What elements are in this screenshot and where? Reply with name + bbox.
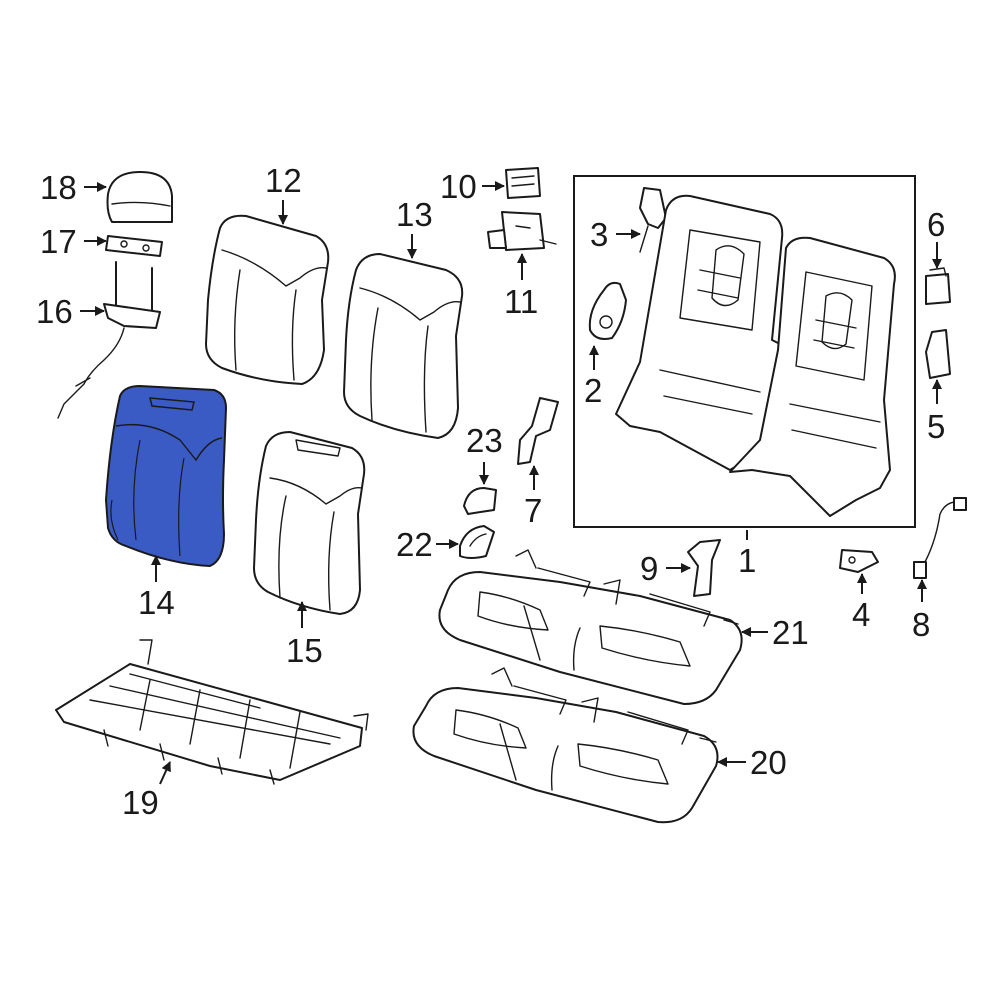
part-13-seatback-cover[interactable] xyxy=(343,253,464,439)
leader-19 xyxy=(159,761,171,785)
part-14-seatback-cover[interactable] xyxy=(104,384,228,568)
part-20-cushion-cover[interactable] xyxy=(412,667,719,824)
callout-8: 8 xyxy=(912,606,930,643)
part-16-mechanism[interactable] xyxy=(57,261,161,419)
part-19-seat-frame[interactable] xyxy=(55,639,369,785)
part-22-cover[interactable] xyxy=(459,525,495,559)
part-6-clip[interactable] xyxy=(925,267,951,305)
callout-6: 6 xyxy=(927,206,945,243)
callout-14: 14 xyxy=(138,584,175,621)
part-10-bracket[interactable] xyxy=(505,167,541,199)
callout-13: 13 xyxy=(396,196,433,233)
callout-20: 20 xyxy=(750,744,787,781)
callout-3: 3 xyxy=(590,216,608,253)
part-15-seatback-cover[interactable] xyxy=(253,431,366,615)
callout-11: 11 xyxy=(504,283,538,320)
callout-9: 9 xyxy=(640,550,658,587)
part-1-seatback-frame[interactable] xyxy=(615,194,896,517)
part-23-cover[interactable] xyxy=(463,487,497,515)
callout-17: 17 xyxy=(40,223,77,260)
callout-22: 22 xyxy=(396,526,433,563)
callout-16: 16 xyxy=(36,293,73,330)
part-3-latch[interactable] xyxy=(639,187,667,253)
part-7-bracket[interactable] xyxy=(517,397,559,465)
callout-23: 23 xyxy=(466,422,503,459)
callout-12: 12 xyxy=(265,162,302,199)
part-2-component[interactable] xyxy=(588,281,627,340)
part-5-trim[interactable] xyxy=(925,329,951,379)
part-18-headrest[interactable] xyxy=(106,171,173,223)
callout-5: 5 xyxy=(927,408,945,445)
callout-21: 21 xyxy=(772,614,809,651)
callout-10: 10 xyxy=(440,168,477,205)
part-17-guide[interactable] xyxy=(105,235,163,257)
part-4-bracket[interactable] xyxy=(839,549,879,573)
callout-4: 4 xyxy=(852,596,870,633)
part-11-bracket[interactable] xyxy=(487,211,557,251)
callout-2: 2 xyxy=(584,372,602,409)
callout-18: 18 xyxy=(40,169,77,206)
part-9-bracket[interactable] xyxy=(687,539,721,597)
part-8-harness[interactable] xyxy=(913,497,967,579)
callout-1: 1 xyxy=(738,542,756,579)
callout-19: 19 xyxy=(122,784,159,821)
callout-7: 7 xyxy=(524,492,542,529)
part-12-seatback-cover[interactable] xyxy=(205,214,330,385)
part-21-cushion-cover[interactable] xyxy=(438,549,743,705)
callout-15: 15 xyxy=(286,632,323,669)
assembly-frame-box xyxy=(573,175,916,528)
